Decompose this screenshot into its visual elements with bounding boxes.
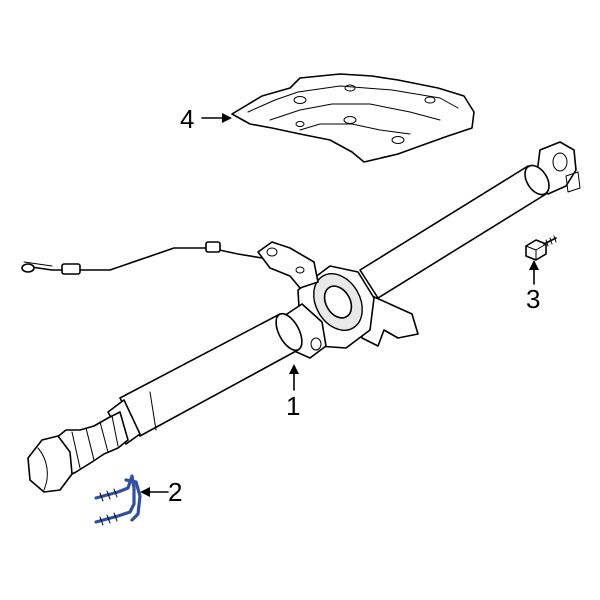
callout-1: 1 (286, 364, 300, 421)
callout-number-1: 1 (286, 391, 300, 421)
callout-3-arrowhead (529, 260, 539, 270)
callout-number-2: 2 (168, 477, 182, 507)
callout-number-3: 3 (526, 284, 540, 314)
bolt-part[interactable] (525, 235, 557, 261)
drive-shaft-part[interactable] (27, 141, 581, 493)
u-bolt-part[interactable] (94, 474, 142, 526)
heat-shield-part[interactable] (231, 73, 475, 163)
callout-4-arrowhead (222, 113, 232, 123)
callout-1-arrowhead (289, 364, 299, 374)
callout-4: 4 (180, 104, 232, 134)
callout-3: 3 (526, 260, 540, 314)
callout-2: 2 (140, 477, 182, 507)
cable-assembly (21, 241, 319, 289)
callout-2-arrowhead (140, 487, 150, 497)
callout-number-4: 4 (180, 104, 194, 134)
